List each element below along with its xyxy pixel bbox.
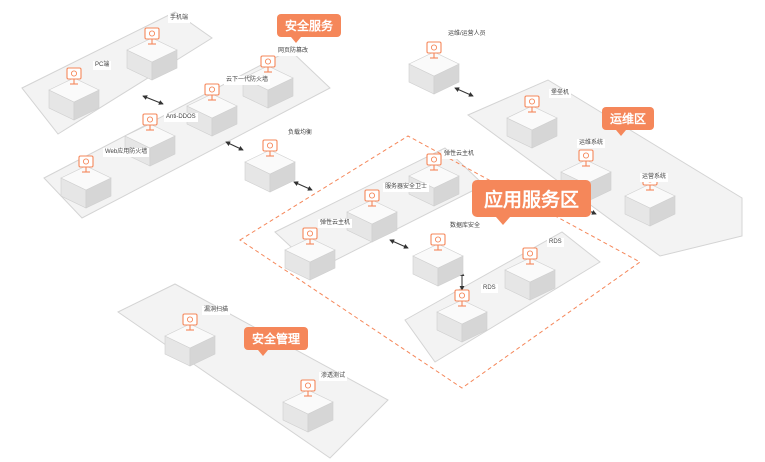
node-load-balancer [244,139,296,193]
bastion-icon [524,95,540,113]
zone-tag-ops: 运维区 [602,107,655,136]
rds-right-icon [522,247,538,265]
label-elastic-host-top: 弹性云主机 [442,150,477,159]
pc-icon [66,67,82,85]
anti-ddos-icon [142,113,158,131]
label-pen-test: 渗透测试 [319,372,348,381]
label-mobile: 手机端 [168,14,191,23]
label-db-security: 数据库安全 [448,222,483,231]
label-operation-system: 运营系统 [640,173,669,182]
node-pen-test [282,379,334,433]
web-tamper-icon [260,55,276,73]
connector-host-db [389,239,409,249]
node-ops-staff [408,41,460,95]
connector-staff-bastion [454,87,474,97]
node-waf [60,155,112,209]
node-elastic-host-left [284,227,336,281]
ops-system-icon [578,149,594,167]
elastic-host-top-icon [426,153,442,171]
node-operation-system [624,173,676,227]
node-rds-bottom [436,289,488,343]
label-load-balancer: 负载均衡 [286,129,315,138]
rds-bottom-icon [454,289,470,307]
zone-tag-app-service: 应用服务区 [472,180,592,225]
node-pc [48,67,100,121]
load-balancer-icon [262,139,278,157]
connector-client-security [142,95,164,105]
pen-test-icon [300,379,316,397]
db-security-icon [430,233,446,251]
label-elastic-host-left: 弹性云主机 [318,219,353,228]
node-vuln-scan [164,313,216,367]
platform-security-mgmt [117,283,389,459]
zone-tag-security-mgmt: 安全管理 [244,327,309,356]
connector-ddos-lb [225,141,244,151]
node-server-guard [346,189,398,243]
node-mobile [126,27,178,81]
label-anti-ddos: Anti-DDOS [164,113,198,122]
label-rds-bottom: RDS [481,284,498,293]
node-bastion [506,95,558,149]
label-waf: Web应用防火墙 [103,148,150,157]
label-cloud-firewall: 云下一代防火墙 [224,76,271,85]
zone-tag-security-service: 安全服务 [277,14,342,43]
node-db-security [412,233,464,287]
elastic-host-left-icon [302,227,318,245]
label-web-tamper: 网页防篡改 [276,47,311,56]
waf-icon [78,155,94,173]
label-ops-system: 运维系统 [577,139,606,148]
label-rds-right: RDS [547,238,564,247]
vuln-scan-icon [182,313,198,331]
label-pc: PC端 [93,61,112,70]
cloud-firewall-icon [204,83,220,101]
label-bastion: 堡垒机 [549,89,572,98]
label-vuln-scan: 漏洞扫描 [202,306,231,315]
label-server-guard: 服务器安全卫士 [383,183,430,192]
server-guard-icon [364,189,380,207]
connector-lb-app [293,181,313,191]
label-ops-staff: 运维/运营人员 [446,30,488,39]
node-rds-right [504,247,556,301]
ops-staff-icon [426,41,442,59]
mobile-icon [144,27,160,45]
